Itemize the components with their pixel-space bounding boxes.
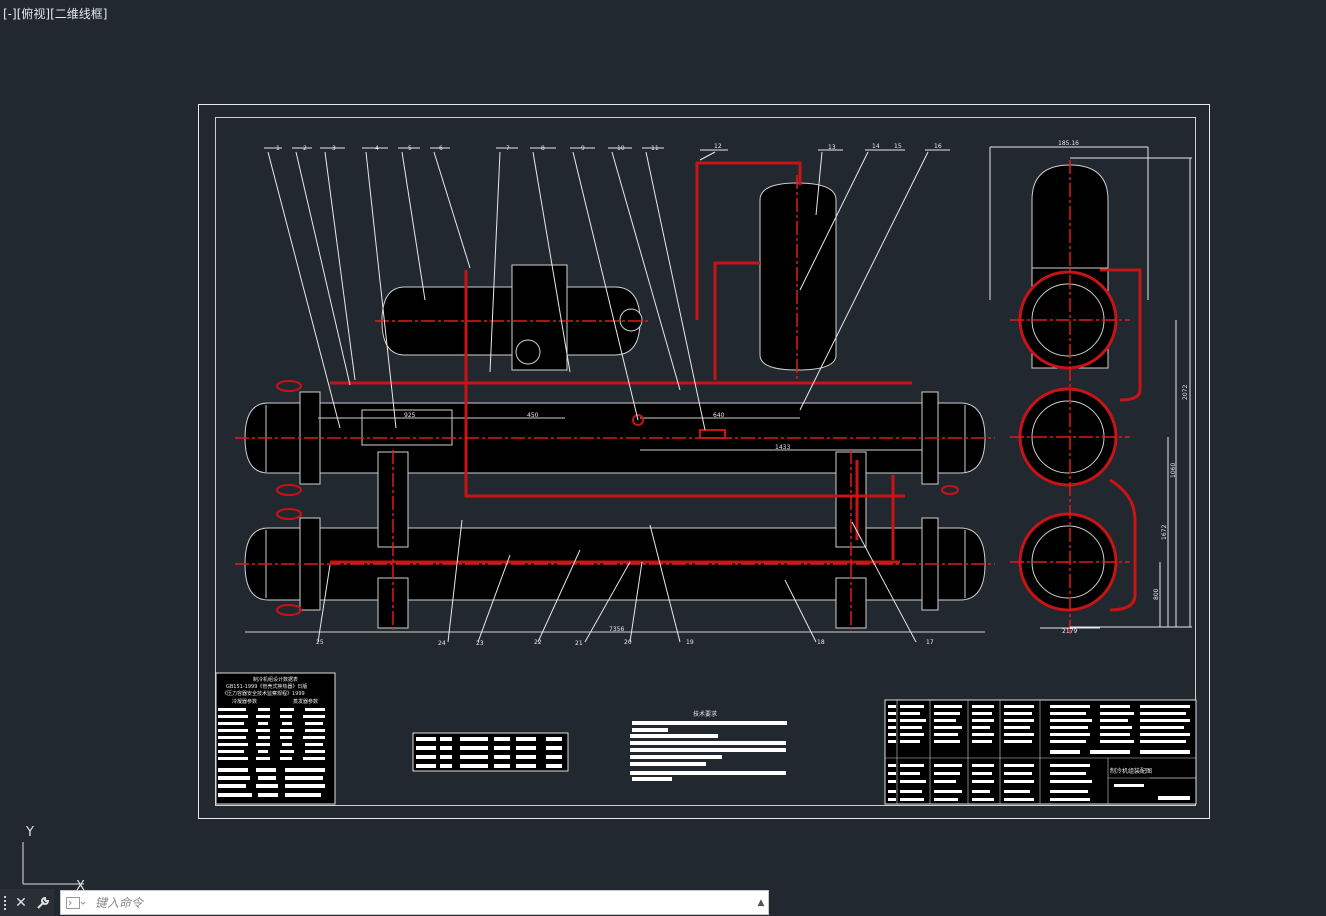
table-col-cond: 冷凝器参数 xyxy=(232,698,257,705)
ucs-icon: Y X xyxy=(22,825,85,892)
table-title: 制冷机组设计数据表 xyxy=(253,676,298,683)
balloon-14: 14 xyxy=(872,143,880,150)
viewport-controls[interactable]: [-][俯视][二维线框] xyxy=(3,5,107,22)
wrench-icon[interactable] xyxy=(32,889,54,916)
balloon-23: 23 xyxy=(476,640,484,647)
balloon-11: 11 xyxy=(651,145,659,152)
balloon-10: 10 xyxy=(617,145,625,152)
balloon-9: 9 xyxy=(581,145,585,152)
table-col-evap: 蒸发器参数 xyxy=(293,698,318,705)
balloon-12: 12 xyxy=(714,143,722,150)
balloon-20: 20 xyxy=(624,639,632,646)
technical-requirements: 技术要求 xyxy=(630,710,787,781)
balloon-15: 15 xyxy=(894,143,902,150)
command-prompt-icon[interactable] xyxy=(61,891,91,914)
command-input-container: ▲ xyxy=(60,890,769,915)
dim-925: 925 xyxy=(404,412,416,419)
dim-2179: 2179 xyxy=(1062,628,1077,635)
design-data-table: 制冷机组设计数据表 GB151-1999《管壳式换热器》日版 《压力容器安全技术… xyxy=(215,672,336,805)
balloon-18: 18 xyxy=(817,639,825,646)
viewport-view-control[interactable]: [俯视] xyxy=(16,7,51,21)
command-line-grip[interactable] xyxy=(0,889,10,916)
balloon-6: 6 xyxy=(439,145,443,152)
balloon-22: 22 xyxy=(534,639,542,646)
dim-7356: 7356 xyxy=(609,626,624,633)
dim-1060: 1060 xyxy=(1170,463,1177,478)
sheet-outer-border xyxy=(198,104,1210,819)
flanges xyxy=(276,380,959,616)
viewport-minimize-control[interactable]: [-] xyxy=(3,7,17,21)
command-history-up-icon[interactable]: ▲ xyxy=(757,897,765,908)
balloon-5: 5 xyxy=(408,145,412,152)
side-dimension-labels: 2072 1060 1672 800 2179 xyxy=(1062,385,1189,635)
dim-2072: 2072 xyxy=(1182,385,1189,400)
viewport-visual-style-control[interactable]: [二维线框] xyxy=(50,7,108,21)
dim-1433: 1433 xyxy=(775,444,790,451)
ucs-y-label: Y xyxy=(25,825,34,840)
tech-title: 技术要求 xyxy=(693,710,717,718)
balloon-4: 4 xyxy=(375,145,379,152)
dim-640: 640 xyxy=(713,412,725,419)
balloon-3: 3 xyxy=(332,145,336,152)
balloon-13: 13 xyxy=(828,144,836,151)
balloon-1: 1 xyxy=(276,145,280,152)
title-block-name: 制冷机组装配图 xyxy=(1110,767,1152,775)
balloon-21: 21 xyxy=(575,640,583,647)
balloon-8: 8 xyxy=(541,145,545,152)
balloon-2: 2 xyxy=(303,145,307,152)
balloon-19: 19 xyxy=(686,639,694,646)
balloon-7: 7 xyxy=(506,145,510,152)
dim-800: 800 xyxy=(1153,588,1160,600)
balloon-25: 25 xyxy=(316,639,324,646)
ucs-x-label: X xyxy=(76,879,85,892)
dim-1672: 1672 xyxy=(1161,525,1168,540)
balloon-labels: 1 2 3 4 5 6 7 8 9 10 11 12 13 14 15 16 1… xyxy=(276,140,1079,647)
balloon-24: 24 xyxy=(438,640,446,647)
table-std-2: 《压力容器安全技术监察规程》1999 xyxy=(222,690,305,697)
centerlines xyxy=(235,175,995,630)
command-line-bar: ✕ ▲ xyxy=(0,889,769,916)
table-std-1: GB151-1999《管壳式换热器》日版 xyxy=(226,683,307,690)
pipework xyxy=(330,161,912,564)
sheet-inner-frame xyxy=(215,117,1196,806)
balloon-16: 16 xyxy=(934,143,942,150)
command-input[interactable] xyxy=(91,895,754,910)
nozzle-table xyxy=(412,732,569,772)
balloon-17: 17 xyxy=(926,639,934,646)
close-icon[interactable]: ✕ xyxy=(10,889,32,916)
dim-185: 185.16 xyxy=(1058,140,1079,147)
parts-list-title-block: 制冷机组装配图 xyxy=(884,699,1197,805)
dim-450: 450 xyxy=(527,412,539,419)
side-view xyxy=(989,146,1192,635)
leader-lines xyxy=(264,147,950,643)
